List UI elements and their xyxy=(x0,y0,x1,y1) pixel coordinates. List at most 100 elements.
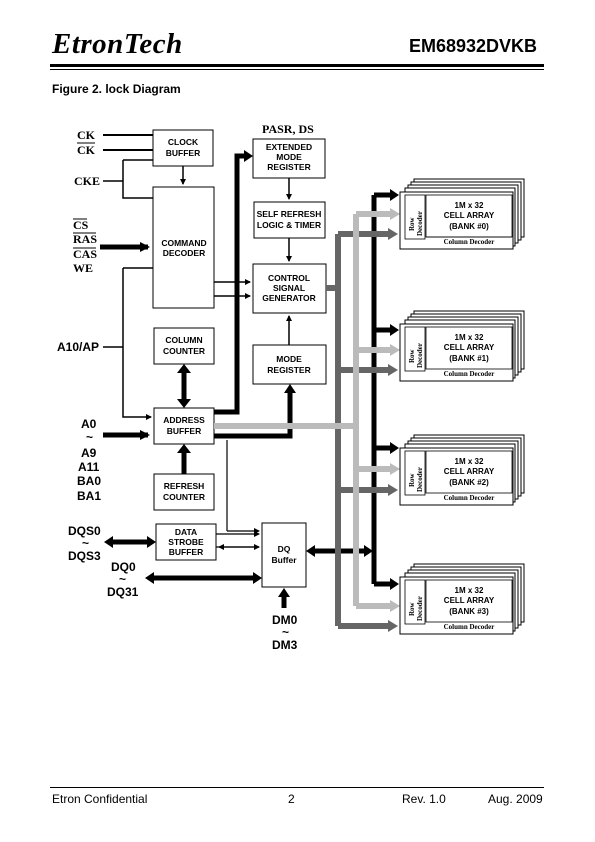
signal-we: WE xyxy=(73,261,93,275)
signal-dm0: DM0 xyxy=(272,613,298,627)
addr-to-mode-bus xyxy=(214,393,293,439)
address-buffer-line1: ADDRESS xyxy=(163,415,205,425)
svg-text:Decoder: Decoder xyxy=(416,467,424,492)
svg-text:CELL ARRAY: CELL ARRAY xyxy=(444,343,495,352)
control-signal-generator-block xyxy=(252,263,327,314)
part-number: EM68932DVKB xyxy=(408,36,537,56)
signal-ck: CK xyxy=(77,128,96,142)
emr-arrow xyxy=(244,150,253,162)
svg-text:Column Decoder: Column Decoder xyxy=(444,623,495,631)
light-bank0-arrow xyxy=(390,208,400,220)
dq-buffer-line2: Buffer xyxy=(271,555,297,565)
data-strobe-line3: BUFFER xyxy=(169,547,203,557)
svg-text:Decoder: Decoder xyxy=(416,343,424,368)
signal-dqs3: DQS3 xyxy=(68,549,101,563)
dq-left-arrow xyxy=(145,572,154,584)
svg-text:Row: Row xyxy=(408,472,416,487)
signal-dm-tilde: ~ xyxy=(282,625,289,639)
dm-up-arrow xyxy=(278,588,290,597)
footer-date: Aug. 2009 xyxy=(488,792,543,806)
bank-1: 1M x 32 CELL ARRAY (BANK #1) Column Deco… xyxy=(399,310,525,382)
svg-text:Column Decoder: Column Decoder xyxy=(444,494,495,502)
command-decoder-line1: COMMAND xyxy=(161,238,206,248)
column-counter-line2: COUNTER xyxy=(163,346,205,356)
signal-dq0: DQ0 xyxy=(111,560,136,574)
svg-text:CELL ARRAY: CELL ARRAY xyxy=(444,467,495,476)
self-refresh-line1: SELF REFRESH xyxy=(257,209,322,219)
signal-ck-bar: CK xyxy=(77,143,96,157)
clock-buffer-line1: CLOCK xyxy=(168,137,199,147)
bank-3: 1M x 32 CELL ARRAY (BANK #3) Column Deco… xyxy=(399,563,525,635)
bank-2: 1M x 32 CELL ARRAY (BANK #2) Column Deco… xyxy=(399,434,525,506)
black-bank3-arrow xyxy=(390,578,399,590)
light-bank1-arrow xyxy=(390,344,400,356)
svg-text:Decoder: Decoder xyxy=(416,211,424,236)
colcounter-down-arrow xyxy=(177,399,191,408)
cke-vertical xyxy=(122,160,153,199)
column-counter-line1: COLUMN xyxy=(165,335,202,345)
header-rule-thick xyxy=(50,64,544,67)
refresh-counter-line2: COUNTER xyxy=(163,492,205,502)
dqs-right-arrow xyxy=(147,536,156,548)
mode-register-line2: REGISTER xyxy=(267,365,310,375)
emr-line2: MODE xyxy=(276,152,302,162)
black-bank1-arrow xyxy=(390,324,399,336)
refresh-counter-line1: REFRESH xyxy=(164,481,205,491)
a10ap-route xyxy=(122,268,152,420)
mode-register-line1: MODE xyxy=(276,354,302,364)
svg-text:(BANK #1): (BANK #1) xyxy=(449,354,489,363)
signal-dqs0: DQS0 xyxy=(68,524,101,538)
light-bank2-arrow xyxy=(390,463,400,475)
footer-rule xyxy=(50,787,544,788)
self-refresh-line2: LOGIC & TIMER xyxy=(257,220,321,230)
emr-line1: EXTENDED xyxy=(266,142,312,152)
svg-text:1M x 32: 1M x 32 xyxy=(455,457,484,466)
signal-dq31: DQ31 xyxy=(107,585,139,599)
refresh-counter-block xyxy=(153,473,215,511)
mode-arrow xyxy=(284,384,296,393)
address-buffer-line2: BUFFER xyxy=(167,426,201,436)
dqs-left-arrow xyxy=(104,536,113,548)
command-decoder-line2: DECODER xyxy=(163,248,206,258)
svg-text:Column Decoder: Column Decoder xyxy=(444,370,495,378)
data-strobe-line1: DATA xyxy=(175,527,197,537)
svg-text:(BANK #0): (BANK #0) xyxy=(449,222,489,231)
company-logo: EtronTech xyxy=(52,28,183,60)
svg-text:Row: Row xyxy=(408,348,416,363)
footer-confidential: Etron Confidential xyxy=(52,792,148,806)
csg-line1: CONTROL xyxy=(268,273,310,283)
signal-pasr: PASR, DS xyxy=(262,122,314,136)
svg-text:CELL ARRAY: CELL ARRAY xyxy=(444,596,495,605)
dq-buffer-line1: DQ xyxy=(278,544,291,554)
footer-revision: Rev. 1.0 xyxy=(402,792,446,806)
svg-text:Row: Row xyxy=(408,216,416,231)
svg-text:1M x 32: 1M x 32 xyxy=(455,586,484,595)
signal-cas: CAS xyxy=(73,247,97,261)
svg-text:(BANK #2): (BANK #2) xyxy=(449,478,489,487)
dark-bank0-arrow xyxy=(388,228,398,240)
svg-text:CELL ARRAY: CELL ARRAY xyxy=(444,211,495,220)
svg-text:1M x 32: 1M x 32 xyxy=(455,333,484,342)
signal-a0: A0 xyxy=(81,417,97,431)
dark-bank1-arrow xyxy=(388,364,398,376)
svg-text:Row: Row xyxy=(408,601,416,616)
header-rule-thin xyxy=(50,69,544,70)
svg-text:1M x 32: 1M x 32 xyxy=(455,201,484,210)
footer-page-number: 2 xyxy=(288,792,295,806)
signal-a11: A11 xyxy=(78,460,100,474)
csg-line3: GENERATOR xyxy=(262,293,316,303)
signal-ras: RAS xyxy=(73,232,97,246)
command-decoder-block xyxy=(152,186,215,309)
signal-cke: CKE xyxy=(74,174,100,188)
data-strobe-line2: STROBE xyxy=(168,537,204,547)
bank-0: 1M x 32 CELL ARRAY (BANK #0) Column Deco… xyxy=(399,178,525,250)
dq-bus-left-arrow xyxy=(306,545,315,557)
signal-ba1: BA1 xyxy=(77,489,101,503)
svg-text:(BANK #3): (BANK #3) xyxy=(449,607,489,616)
dq-bus-right-arrow xyxy=(364,545,373,557)
signal-a-tilde: ~ xyxy=(86,430,93,444)
signal-a10ap: A10/AP xyxy=(57,340,99,354)
figure-title: Figure 2. lock Diagram xyxy=(52,82,181,96)
csg-line2: SIGNAL xyxy=(273,283,305,293)
